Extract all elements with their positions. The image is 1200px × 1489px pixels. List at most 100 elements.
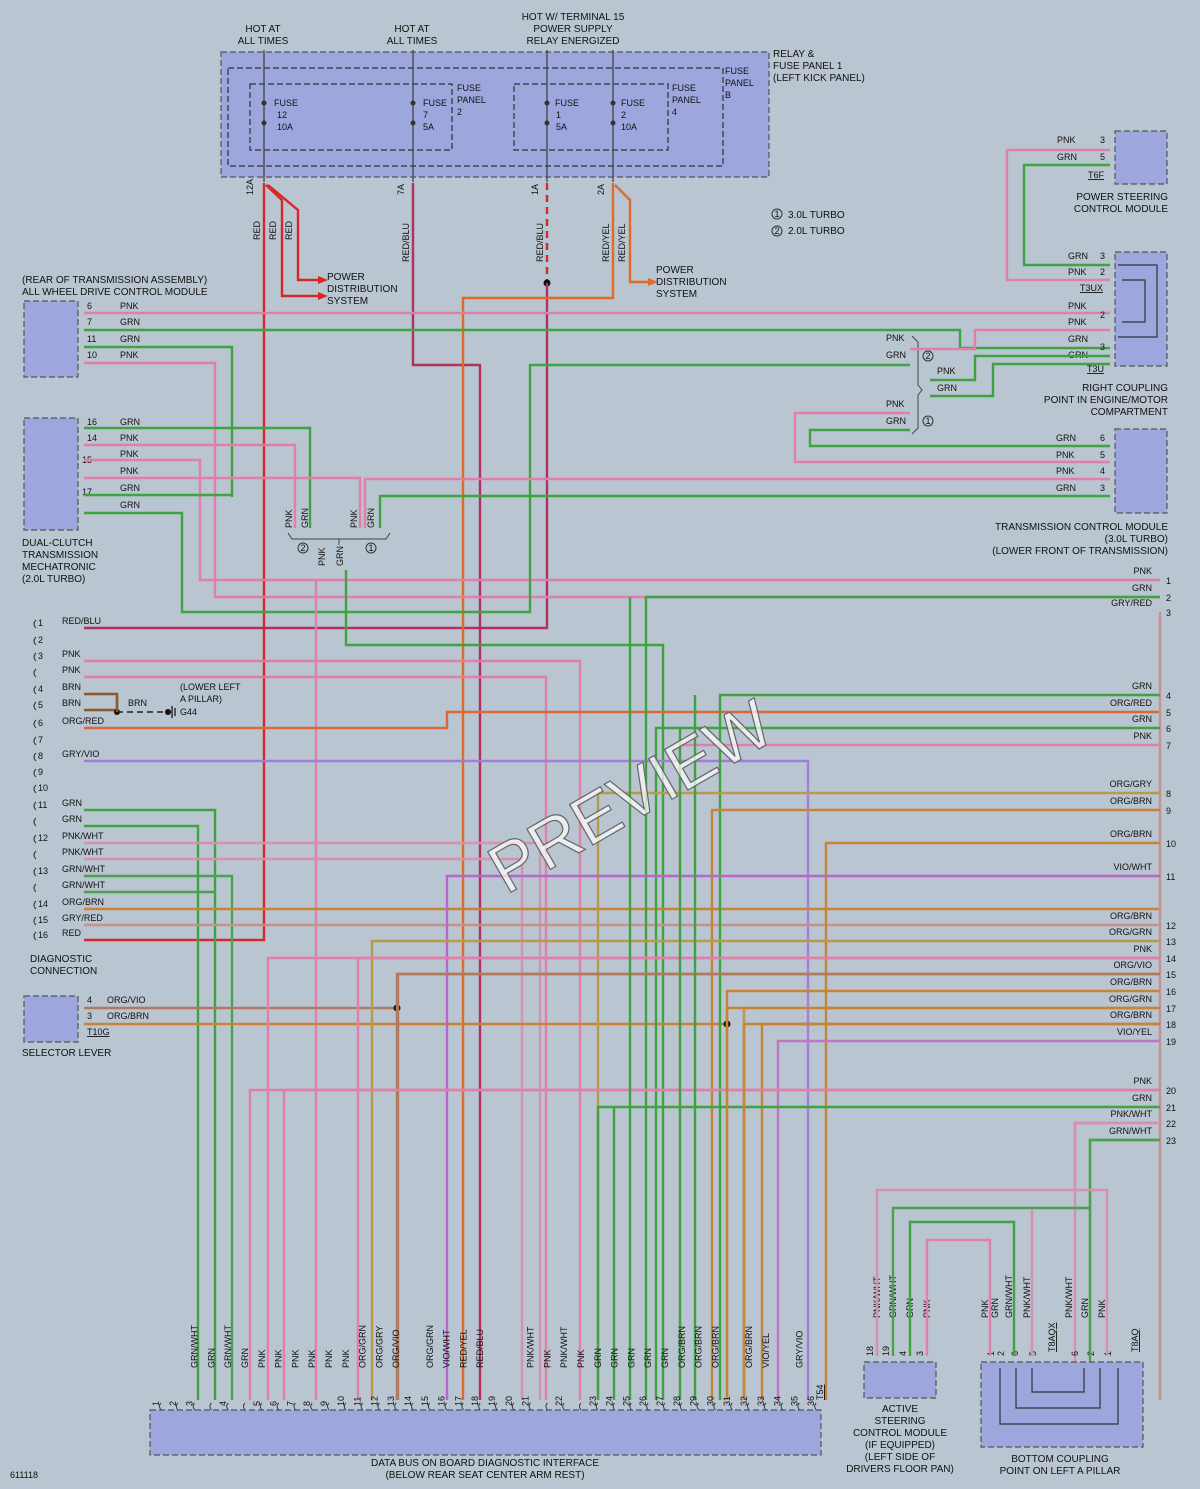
- right-ref-number: 19: [1166, 1037, 1176, 1047]
- right-ref-wire: [824, 841, 1160, 1400]
- diag-pin-arrow: [33, 752, 37, 762]
- bus-pin-number: 33: [756, 1396, 766, 1406]
- awd-control-module: [23, 300, 79, 378]
- splice-var-1-marker: [922, 415, 934, 427]
- dct-wire-14-path: [84, 443, 297, 528]
- legend-2-num: 2: [775, 226, 780, 236]
- diag-pin-number: 10: [38, 783, 48, 793]
- bus-pin-arrow: [444, 1402, 448, 1411]
- ps-pin-5: 5: [1100, 152, 1105, 162]
- bc-l1: BOTTOM COUPLING: [1011, 1454, 1109, 1465]
- bus-wire-label: ORG/BRN: [710, 1326, 720, 1368]
- right-ref-wire: [725, 989, 1160, 1400]
- awd-wire-10: PNK: [120, 350, 139, 360]
- diag-pin-arrow: [33, 685, 37, 695]
- fuse-output-pins: 12A 7A 1A 2A: [245, 179, 606, 195]
- diag-pin-number: 3: [38, 651, 43, 661]
- right-ref-wire-label: ORG/GRN: [1109, 994, 1152, 1004]
- right-ref-wire-label: PNK/WHT: [1111, 1109, 1153, 1119]
- wire-red-yel-2: [614, 184, 648, 284]
- diag-pin-arrow: [33, 931, 37, 941]
- diag-pin-number: 16: [38, 930, 48, 940]
- bottom-pin-number: 2: [996, 1351, 1006, 1356]
- tcm-l1: TRANSMISSION CONTROL MODULE: [995, 522, 1168, 533]
- fuse-2-dot-top: [610, 100, 616, 106]
- fuse-wire-labels: RED RED RED RED/BLU RED/BLU RED/YEL RED/…: [252, 220, 627, 262]
- g44-l2: A PILLAR): [180, 694, 222, 704]
- diag-wire-3: [84, 659, 582, 1400]
- ref-23-wire: [1088, 1138, 1160, 1208]
- splice-var-2-marker: [922, 350, 934, 362]
- bus-pin-number: 13: [386, 1396, 396, 1406]
- bus-pin-arrow: [562, 1402, 565, 1411]
- active-steering-control-module: [863, 1361, 937, 1399]
- wire-as-pnkwht: [875, 1188, 1109, 1356]
- bus-pin-arrow: [797, 1402, 800, 1411]
- diag-pin-arrow: [33, 817, 37, 827]
- active-pin-number: 19: [881, 1346, 891, 1356]
- bus-pin-number: 29: [689, 1396, 699, 1406]
- right-ref-number: 18: [1166, 1020, 1176, 1030]
- fuse-panel-2: [249, 83, 453, 151]
- right-ref-wire: [596, 1105, 1160, 1400]
- hot1-l1: HOT AT: [245, 24, 280, 35]
- bus-pin-arrow: [394, 1402, 397, 1411]
- ps-wire-5-path: [1022, 163, 1110, 267]
- ps-l1: POWER STEERING: [1076, 192, 1168, 203]
- bus-pin-number: 22: [554, 1396, 564, 1406]
- bottom-wire-label: PNK/WHT: [1064, 1276, 1074, 1318]
- right-ref-number: 5: [1166, 708, 1171, 718]
- diag-pin-number: 1: [38, 618, 43, 628]
- wire-as-grnwht: [891, 1206, 1092, 1356]
- wire-red-blu: [411, 183, 482, 1400]
- active-pin-number: 3: [915, 1351, 925, 1356]
- bus-pin-number: 6: [269, 1401, 279, 1406]
- ground-icon: [171, 706, 176, 718]
- bc-l2: POINT ON LEFT A PILLAR: [1000, 1466, 1121, 1477]
- bus-wire-label: GRN/WHT: [223, 1325, 233, 1368]
- right-ref-wire: [1088, 1138, 1160, 1400]
- bus-wire-label: GRN: [660, 1348, 670, 1368]
- bottom-wire-label: PNK: [1097, 1299, 1107, 1318]
- connector-t54: T54: [815, 1384, 825, 1400]
- right-ref-wire-label: PNK: [1133, 944, 1152, 954]
- right-ref-wire: [710, 808, 1160, 1400]
- right-ref-number: 15: [1166, 970, 1176, 980]
- right-ref-number: 20: [1166, 1086, 1176, 1096]
- fuse-7-label: FUSE: [423, 98, 447, 108]
- diag-pin-number: 4: [38, 684, 43, 694]
- active-steering-label: ACTIVE STEERING CONTROL MODULE (IF EQUIP…: [846, 1404, 954, 1475]
- right-ref-wire-label: GRN/WHT: [1109, 1126, 1152, 1136]
- pin-7a: 7A: [396, 184, 406, 195]
- g44-ground: BRN (LOWER LEFT A PILLAR) G44: [114, 682, 241, 718]
- dct-l4: (2.0L TURBO): [22, 574, 85, 585]
- bus-pin-number: 20: [504, 1396, 514, 1406]
- bus-pin-number: 30: [705, 1396, 715, 1406]
- ref-grn-bundle-2: [678, 695, 697, 1400]
- diag-pin-arrow: [33, 784, 37, 794]
- tcm-wire-6: GRN: [1056, 433, 1076, 443]
- right-ref-wire-label: GRN: [1132, 714, 1152, 724]
- diag-pin-number: 5: [38, 700, 43, 710]
- lbl-red-blu: RED/BLU: [401, 223, 411, 262]
- arrow-pds-1b: [318, 292, 328, 300]
- power-distribution-label-1: POWER DISTRIBUTION SYSTEM: [327, 272, 398, 307]
- diag-wire-label: PNK: [62, 649, 81, 659]
- wire-red-3: [267, 184, 318, 282]
- fuse-12-amp: 10A: [277, 122, 293, 132]
- awd-pin-11: 11: [87, 334, 96, 344]
- splice-pnk-3: PNK: [886, 399, 905, 409]
- bus-pin-number: 2: [168, 1401, 178, 1406]
- bus-wire-label: ORG/GRN: [358, 1325, 368, 1368]
- bus-wire-label: ORG/GRY: [374, 1326, 384, 1368]
- right-ref-wire-label: GRY/RED: [1111, 598, 1152, 608]
- bus-pin-arrow: [461, 1402, 464, 1411]
- bus-pin-number: 15: [420, 1396, 430, 1406]
- bottom-wire-label: GRN: [1080, 1298, 1090, 1318]
- rc-l3: COMPARTMENT: [1091, 407, 1168, 418]
- pds2-l1: POWER: [656, 265, 694, 276]
- tcm-wire-4: PNK: [1056, 466, 1075, 476]
- fuse-panel-b: [227, 67, 724, 167]
